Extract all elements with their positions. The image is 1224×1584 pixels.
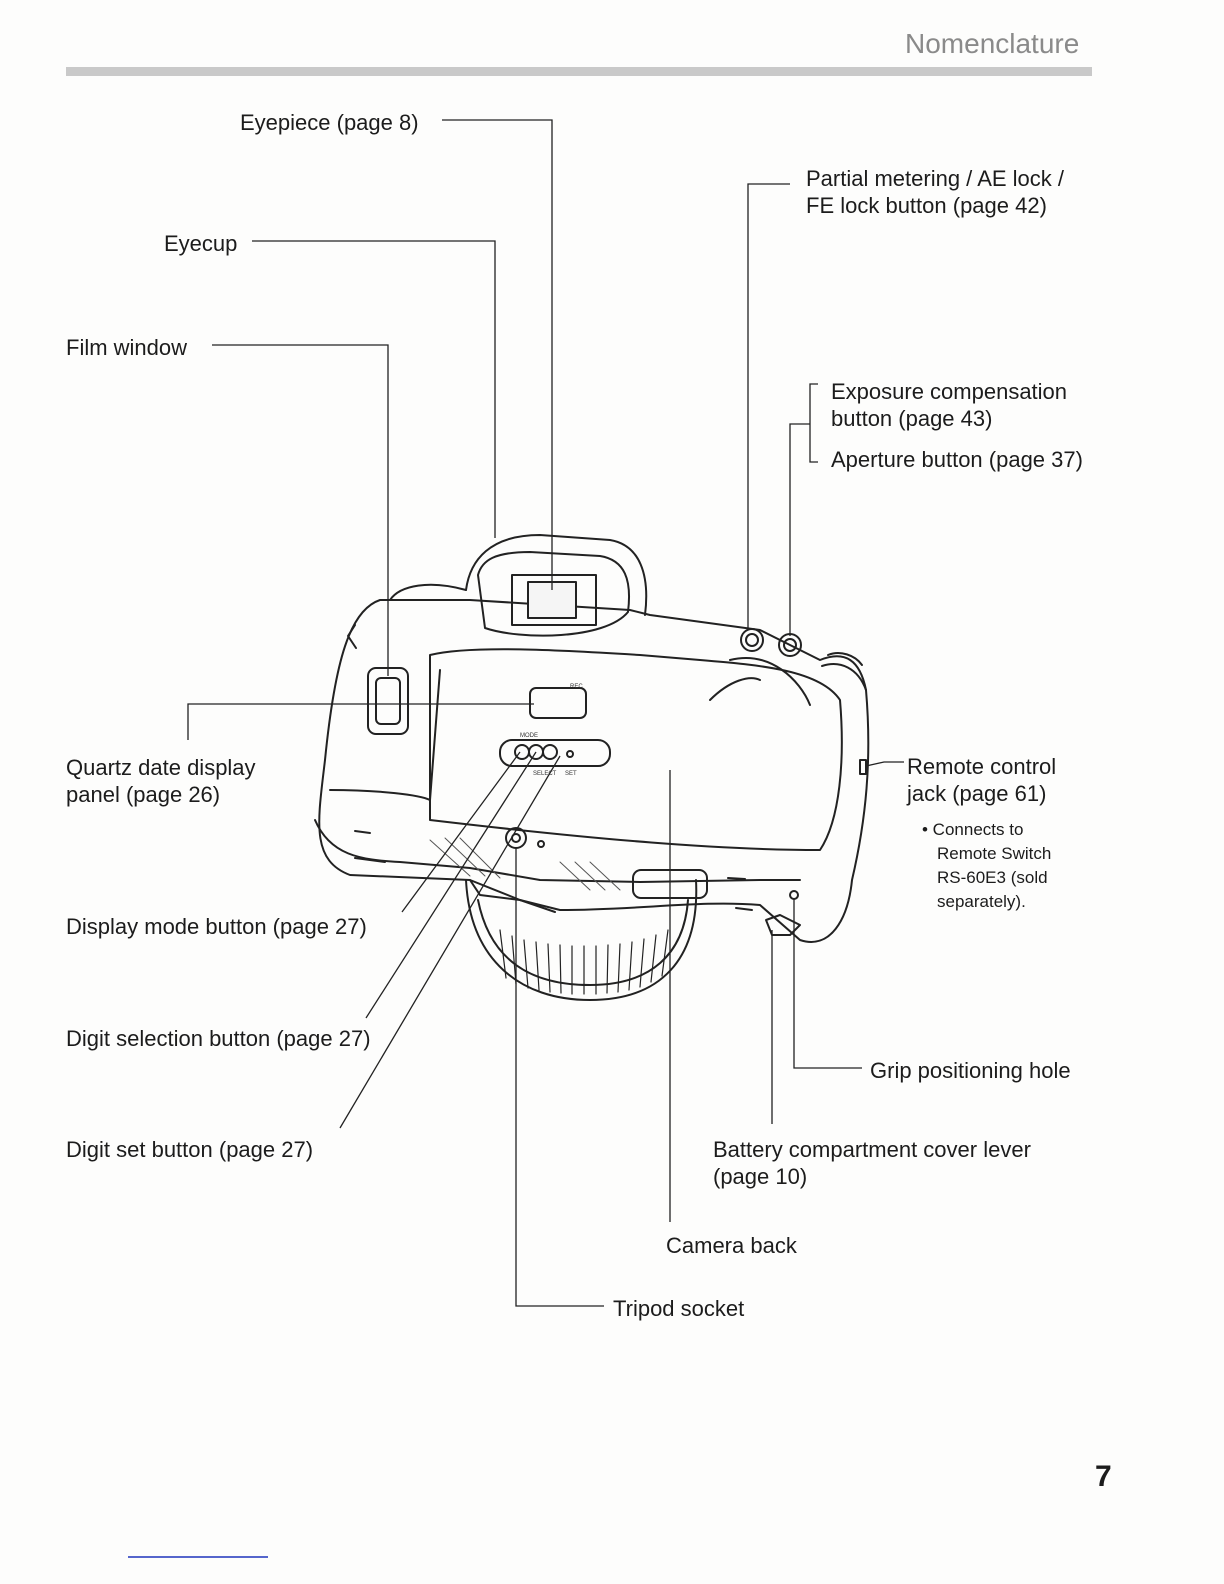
label-exp-comp-1: Exposure compensation	[831, 379, 1068, 404]
leader-exp-comp	[789, 423, 810, 636]
grip-hole-shape	[789, 890, 799, 900]
label-remote-2: jack (page 61)	[907, 781, 1047, 806]
remote-note-1: • Connects to	[922, 820, 1024, 839]
leader-quartz	[187, 703, 534, 740]
leader-eyepiece	[442, 119, 553, 590]
leader-film-window	[212, 344, 389, 676]
remote-note-4: separately).	[937, 892, 1026, 911]
label-exp-comp-2: button (page 43)	[831, 406, 993, 431]
label-quartz-2: panel (page 26)	[66, 782, 221, 807]
leader-eyecup	[252, 240, 496, 538]
leader-partial-metering	[747, 183, 790, 630]
film-window-shape	[367, 667, 409, 735]
leader-exp-comp-bracket	[809, 383, 818, 463]
leader-digit-set	[339, 755, 561, 1129]
lens-barrel	[465, 879, 698, 1001]
label-battery-2: (page 10)	[713, 1164, 808, 1189]
label-grip-hole: Grip positioning hole	[870, 1058, 1071, 1083]
label-digit-set: Digit set button (page 27)	[66, 1137, 314, 1162]
label-camera-back: Camera back	[666, 1233, 797, 1258]
label-remote-1: Remote control	[907, 754, 1057, 779]
label-tripod-socket: Tripod socket	[613, 1296, 745, 1321]
quartz-display-shape	[529, 687, 587, 719]
mark-rec: REC	[570, 684, 583, 690]
label-battery-1: Battery compartment cover lever	[713, 1137, 1031, 1162]
leader-remote	[865, 761, 904, 767]
footer-link-bar	[128, 1556, 268, 1558]
leader-tripod	[515, 848, 604, 1307]
mark-select: SELECT	[533, 771, 557, 777]
header-rule	[66, 67, 1092, 76]
eyepiece-window	[511, 574, 597, 626]
page-number: 7	[1095, 1460, 1112, 1493]
left-shoulder	[389, 583, 467, 601]
label-eyecup: Eyecup	[164, 231, 238, 256]
data-back-buttons	[499, 739, 611, 767]
camera-body-outline	[318, 599, 870, 943]
remote-note-3: RS-60E3 (sold	[937, 868, 1048, 887]
prism-housing	[465, 534, 648, 616]
label-display-mode: Display mode button (page 27)	[66, 914, 367, 939]
label-film-window: Film window	[66, 335, 188, 360]
leader-display-mode	[401, 751, 521, 913]
page-header-title: Nomenclature	[905, 28, 1080, 59]
remote-note-2: Remote Switch	[937, 844, 1052, 863]
label-partial-metering-2: FE lock button (page 42)	[806, 193, 1047, 218]
label-aperture: Aperture button (page 37)	[831, 447, 1083, 472]
label-digit-selection: Digit selection button (page 27)	[66, 1026, 371, 1051]
label-partial-metering-1: Partial metering / AE lock /	[806, 166, 1064, 191]
label-quartz-1: Quartz date display	[66, 755, 256, 780]
camera-back-plate	[429, 648, 843, 851]
mark-set: SET	[565, 771, 577, 777]
battery-lever-shape	[765, 914, 801, 936]
leader-digit-selection	[365, 751, 537, 1019]
ae-lock-button-shape	[740, 628, 764, 652]
label-eyepiece: Eyepiece (page 8)	[240, 110, 419, 135]
leader-grip-hole	[793, 898, 862, 1069]
mark-mode: MODE	[520, 733, 538, 739]
